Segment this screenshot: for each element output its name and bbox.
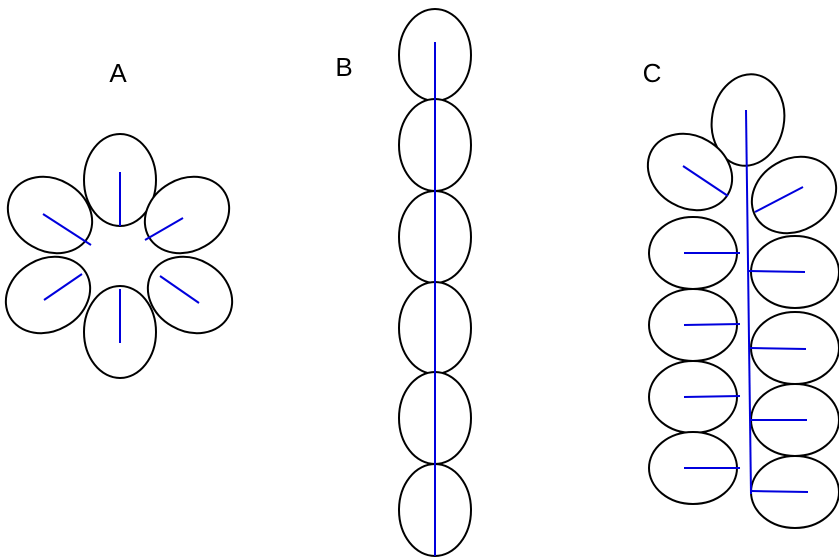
- figure-c: C: [643, 58, 839, 529]
- leaf-vein: [754, 186, 804, 213]
- leaf: [4, 255, 92, 335]
- leaf-vein: [747, 270, 806, 273]
- leaf-vein: [42, 213, 92, 246]
- leaf-vein: [159, 275, 200, 304]
- figure-a: A: [4, 58, 234, 379]
- leaf: [6, 175, 94, 255]
- leaf: [146, 255, 234, 335]
- rachis-vein: [745, 109, 752, 495]
- leaf-vein: [683, 395, 741, 398]
- leaf-vein: [144, 217, 184, 241]
- leaf-vein: [683, 323, 741, 326]
- leaf-vein: [749, 347, 807, 350]
- figure-b-label: B: [335, 52, 352, 82]
- figure-b: B: [335, 8, 472, 557]
- leaf: [646, 132, 734, 212]
- figure-c-label: C: [643, 58, 662, 88]
- leaf: [750, 155, 838, 235]
- leaf-vein: [682, 165, 729, 197]
- figure-a-label: A: [109, 58, 127, 88]
- leaf-vein: [43, 273, 83, 301]
- leaf: [710, 73, 786, 167]
- leaf-vein: [750, 490, 809, 493]
